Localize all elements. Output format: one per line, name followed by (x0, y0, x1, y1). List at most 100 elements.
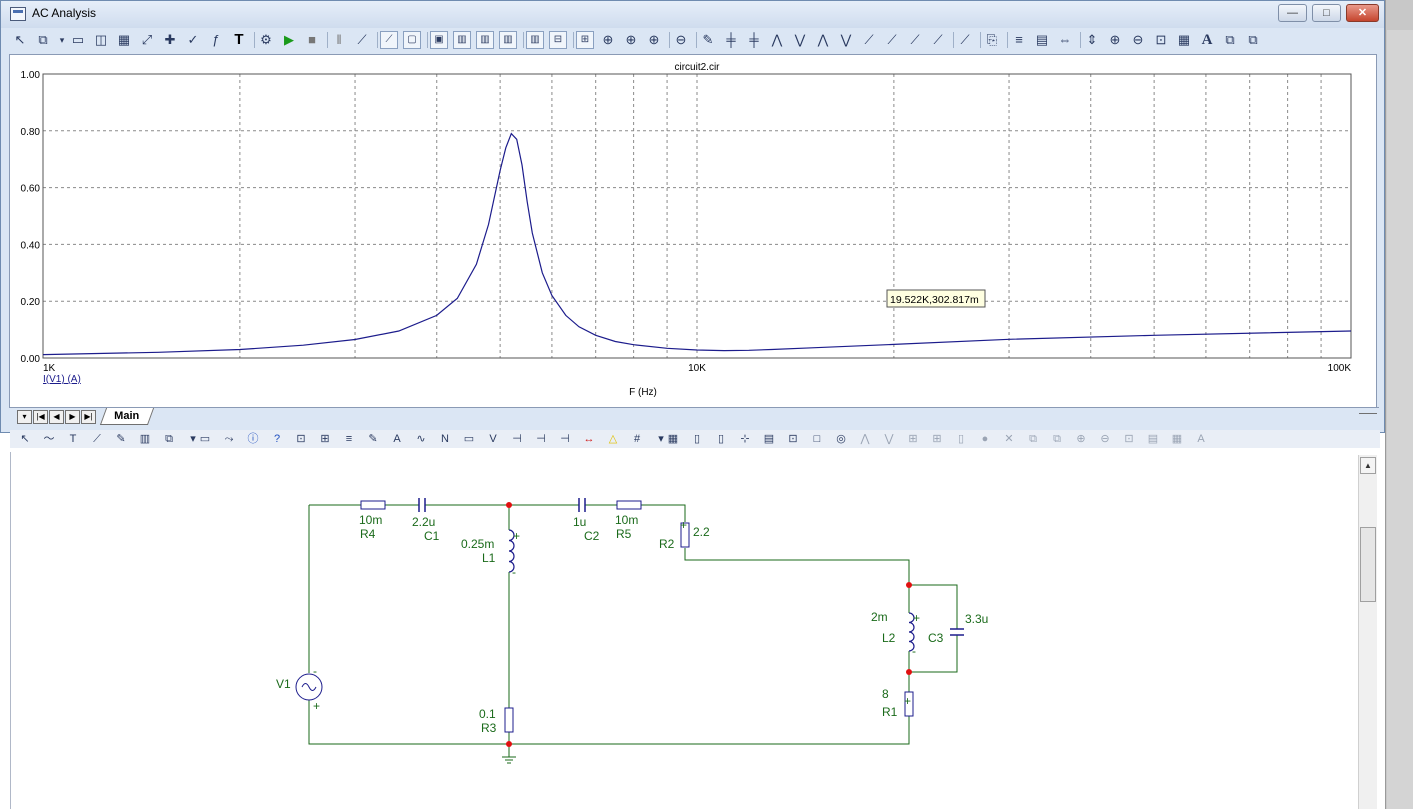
node-icon[interactable]: ⊡ (296, 433, 306, 445)
step-icon[interactable]: ⋀ (860, 433, 870, 445)
crosshair-icon[interactable]: ✚ (164, 32, 176, 47)
column4-icon[interactable]: ▥ (526, 31, 544, 49)
stop-icon[interactable]: ■ (308, 32, 316, 47)
part-icon[interactable]: ▭ (463, 433, 475, 445)
stop-icon[interactable]: ● (981, 433, 989, 445)
component-icon[interactable]: ▥ (139, 433, 151, 445)
properties-icon[interactable]: ⚙ (260, 32, 272, 47)
dropdown-icon[interactable]: ▾ (190, 433, 196, 445)
step2-icon[interactable]: ⋁ (884, 433, 894, 445)
upper-icon[interactable]: ⟋ (933, 32, 943, 47)
grid-icon[interactable]: # (633, 433, 641, 445)
pause-icon[interactable]: ‖ (336, 32, 342, 47)
zoom-window-icon[interactable]: ⊡ (1155, 32, 1167, 47)
help-icon[interactable]: ? (273, 433, 281, 445)
tab-main[interactable]: Main (99, 408, 155, 425)
scope2-icon[interactable]: ⟋ (380, 31, 398, 49)
copy-icon[interactable]: ⧉ (165, 433, 173, 445)
column1-icon[interactable]: ▥ (453, 31, 471, 49)
layout-icon[interactable]: ▦ (1177, 32, 1191, 47)
column3-icon[interactable]: ▥ (499, 31, 517, 49)
marker-icon[interactable]: ⟋ (960, 32, 970, 47)
zoom-out2-icon[interactable]: ⊖ (1132, 32, 1144, 47)
select-icon[interactable]: ↖ (20, 433, 30, 445)
label-a-icon[interactable]: A (393, 433, 401, 445)
fit-icon[interactable]: ⇔ (1058, 32, 1072, 47)
cursor2-icon[interactable]: ╪ (749, 32, 759, 47)
high-icon[interactable]: ⋀ (817, 32, 829, 47)
copy2-icon[interactable]: ⧉ (1029, 433, 1037, 445)
zoom-in-icon[interactable]: ⊕ (1109, 32, 1121, 47)
resize-grip[interactable] (1359, 408, 1377, 414)
doc-icon[interactable]: ▯ (957, 433, 965, 445)
info-icon[interactable]: ⓘ (247, 433, 259, 445)
layout-icon[interactable]: ▦ (1171, 433, 1183, 445)
select-arrow-icon[interactable]: ↖ (14, 32, 26, 47)
split-h-icon[interactable]: ⊟ (549, 31, 567, 49)
link-icon[interactable]: ⤳ (224, 433, 234, 445)
paste2-icon[interactable]: ⧉ (1053, 433, 1061, 445)
pins-icon[interactable]: ⊹ (740, 433, 750, 445)
column2-icon[interactable]: ▥ (476, 31, 494, 49)
arrow-icon[interactable]: ↔ (583, 433, 595, 445)
paste-icon[interactable]: ⧉ (1248, 32, 1258, 47)
zoom-x-icon[interactable]: ⊕ (602, 32, 614, 47)
graph-icon[interactable]: ◫ (94, 32, 108, 47)
bbox-icon[interactable]: ⊡ (788, 433, 798, 445)
copy-dropdown-icon[interactable]: ⧉ (38, 32, 48, 47)
wave-icon[interactable]: ∿ (416, 433, 426, 445)
stretch-icon[interactable]: ⤢ (141, 32, 153, 47)
list-icon[interactable]: ≡ (345, 433, 353, 445)
zoom-fit-icon[interactable]: ⊕ (648, 32, 660, 47)
copy-icon[interactable]: ⧉ (1225, 32, 1235, 47)
box2-icon[interactable]: ▣ (430, 31, 448, 49)
split-v-icon[interactable]: ⊞ (576, 31, 594, 49)
hier-icon[interactable]: ⊞ (908, 433, 918, 445)
rect-icon[interactable]: □ (813, 433, 821, 445)
close-button[interactable]: ✕ (1346, 4, 1379, 22)
dropdown-arrow-icon[interactable]: ▾ (59, 35, 65, 45)
zoom-win-icon[interactable]: ⊡ (1124, 433, 1134, 445)
fit2-icon[interactable]: ⇕ (1086, 32, 1098, 47)
dropdown2-icon[interactable]: ▾ (658, 433, 664, 445)
cap-icon[interactable]: ⊣ (512, 433, 522, 445)
peak-icon[interactable]: ⋀ (771, 32, 783, 47)
maximize-button[interactable]: □ (1312, 4, 1341, 22)
font-icon[interactable]: A (1201, 32, 1213, 48)
zoom-out-icon[interactable]: ⊖ (675, 32, 687, 47)
zoom-in-icon[interactable]: ⊕ (1076, 433, 1086, 445)
box-icon[interactable]: ▢ (403, 31, 421, 49)
picture-icon[interactable]: ▭ (199, 433, 211, 445)
cap2-icon[interactable]: ⊣ (536, 433, 546, 445)
edit-icon[interactable]: ✎ (368, 433, 378, 445)
edit-icon[interactable]: ✎ (702, 32, 714, 47)
list-icon[interactable]: ≡ (1015, 32, 1023, 47)
node-n-icon[interactable]: N (441, 433, 449, 445)
check-icon[interactable]: ✓ (187, 32, 199, 47)
warning-icon[interactable]: △ (608, 433, 618, 445)
run-icon[interactable]: ▶ (284, 32, 294, 47)
text-icon[interactable]: T (234, 31, 244, 48)
number-icon[interactable]: ▤ (1035, 32, 1049, 47)
model-icon[interactable]: ⊞ (320, 433, 330, 445)
cap3-icon[interactable]: ⊣ (560, 433, 570, 445)
font-a-icon[interactable]: A (1197, 433, 1205, 445)
voltage-icon[interactable]: V (489, 433, 497, 445)
zoom-y-icon[interactable]: ⊕ (625, 32, 637, 47)
clipboard-icon[interactable]: ⎘ (986, 32, 998, 47)
cursor1-icon[interactable]: ╪ (726, 32, 736, 47)
grid-icon[interactable]: ▦ (117, 32, 131, 47)
line-icon[interactable]: ⟋ (93, 433, 101, 445)
cancel-icon[interactable]: ✕ (1004, 433, 1014, 445)
scroll-up-button[interactable]: ▲ (1360, 457, 1376, 474)
text-tool-icon[interactable]: T (69, 433, 77, 445)
low-icon[interactable]: ⋁ (840, 32, 852, 47)
tab-nav-menu-button[interactable]: ▾ (17, 410, 32, 424)
wire-icon[interactable]: 〜 (43, 433, 55, 445)
table-icon[interactable]: ▦ (667, 433, 679, 445)
zoom-out-icon[interactable]: ⊖ (1100, 433, 1110, 445)
title-bar[interactable]: AC Analysis — □ ✕ (1, 1, 1384, 28)
fx-icon[interactable]: ƒ (212, 32, 220, 47)
pen-icon[interactable]: ✎ (116, 433, 126, 445)
